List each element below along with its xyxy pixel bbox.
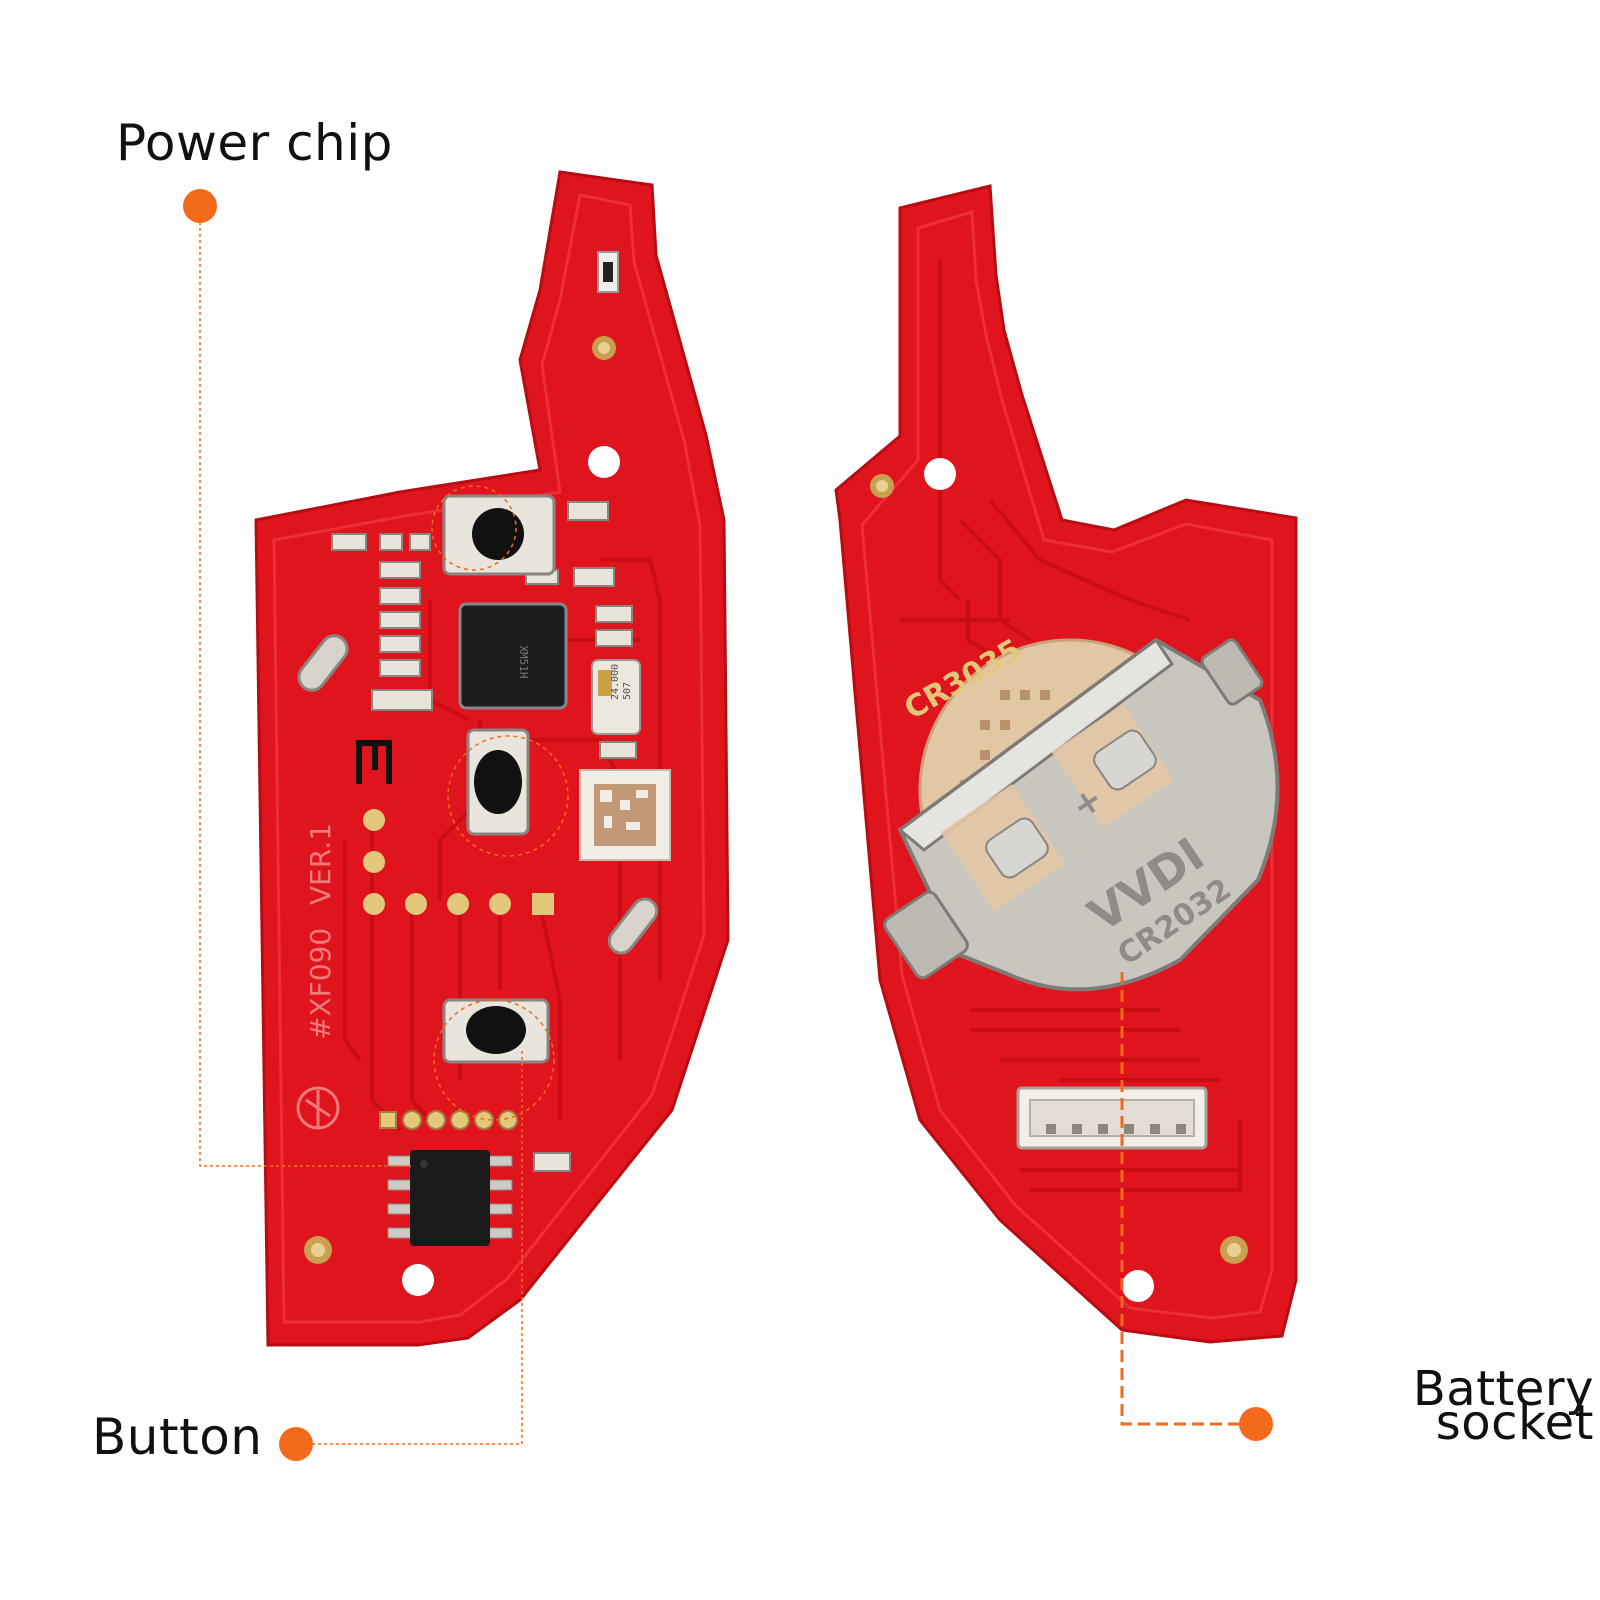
callout-button (279, 485, 569, 1461)
crystal-code-text: 507 (622, 682, 633, 700)
right-board-holes (870, 458, 1248, 1302)
right-pcb-board: VVDI CR2032 + CR3035 (834, 184, 1298, 1344)
battery-clip: VVDI CR2032 + (883, 637, 1280, 992)
power-chip (387, 1150, 513, 1246)
tact-button-bottom (442, 998, 550, 1064)
crystal-freq-text: 24.000 (610, 664, 621, 700)
header-pads (379, 1110, 518, 1130)
power-chip-label: Power chip (116, 114, 393, 172)
smd-components (331, 501, 637, 1172)
mcu-chip: XM51H (458, 602, 568, 710)
datamatrix-label (579, 769, 671, 861)
battery-socket-label: Battery socket (1284, 1361, 1594, 1451)
antenna-loops (297, 634, 659, 955)
silkscreen-e-mark (356, 740, 392, 784)
svg-text:XM51H: XM51H (517, 645, 530, 678)
left-pcb-board: XM51H 24.000 507 (254, 170, 730, 1347)
connector-socket (1016, 1086, 1208, 1150)
tact-button-middle (466, 728, 530, 836)
board-version-text: VER.1 (304, 823, 337, 905)
board-model-text: #XF090 (304, 928, 337, 1040)
battery-socket-label-line2: socket (1435, 1395, 1594, 1451)
silkscreen-logo-icon (296, 1086, 340, 1130)
callout-battery-socket (1120, 970, 1273, 1441)
tact-button-top (442, 494, 556, 576)
crystal-oscillator: 24.000 507 (591, 659, 641, 735)
test-pads (363, 809, 554, 915)
callout-power-chip (183, 189, 412, 1167)
left-board-holes (304, 336, 620, 1296)
button-label: Button (92, 1408, 263, 1466)
battery-socket-label-line1: Battery (1412, 1361, 1594, 1417)
